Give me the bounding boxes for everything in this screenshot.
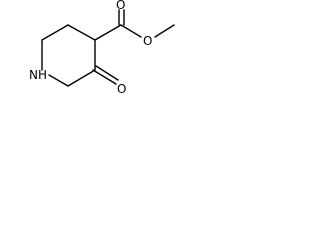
bond-ketone-a	[92, 69, 117, 85]
bond-c3-c4	[67, 24, 96, 41]
ketone-oxygen-label: O	[117, 82, 126, 96]
bond-c5-c6	[67, 69, 96, 87]
bond-ketone-b	[95, 65, 119, 81]
molecule-structure: NH O O O	[29, 0, 175, 96]
bond-ether-oxygen-methyl	[154, 24, 175, 38]
ester-ether-oxygen-label: O	[143, 34, 152, 48]
ring-nitrogen-label: NH	[29, 68, 47, 82]
bond-c4-ester-carbon	[94, 24, 122, 41]
ester-carbonyl-oxygen-label: O	[116, 0, 125, 12]
bond-c2-c3	[41, 24, 69, 41]
bond-ester-carbon-ether-oxygen	[120, 24, 142, 38]
bond-c6-n1	[48, 74, 69, 87]
